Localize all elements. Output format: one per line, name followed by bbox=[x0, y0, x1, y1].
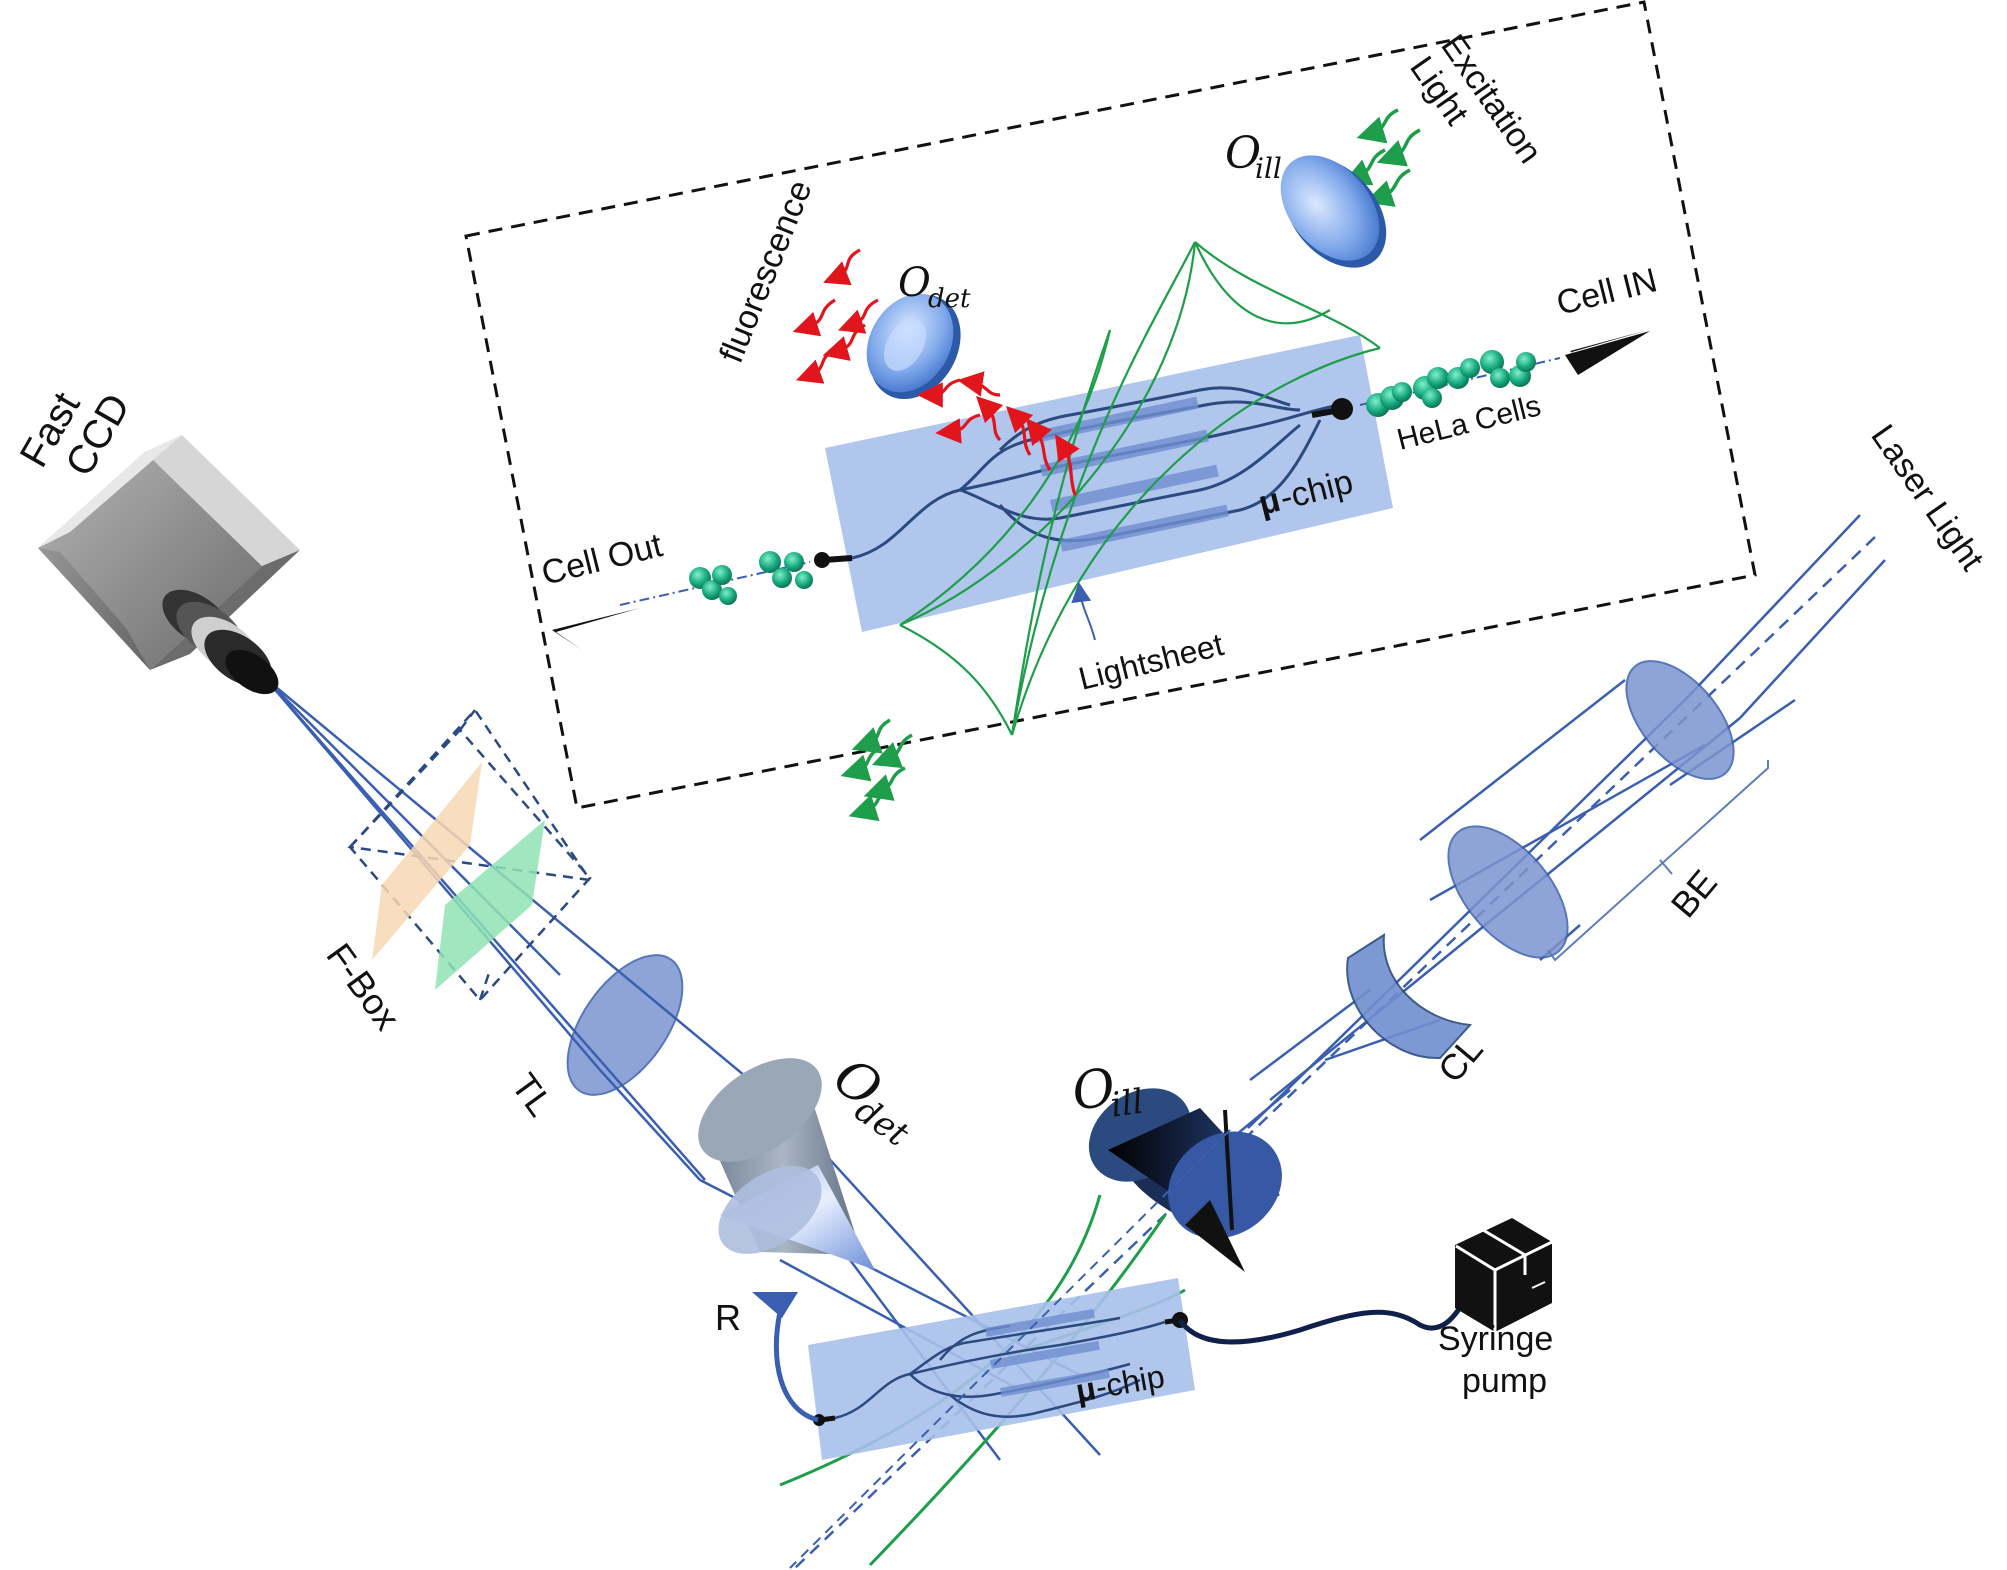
inset-chip-blocks bbox=[1030, 396, 1229, 552]
fast-ccd-label: Fast CCD bbox=[12, 364, 139, 496]
reservoir-r bbox=[752, 1292, 819, 1423]
svg-text:O: O bbox=[898, 260, 931, 306]
inset-o-ill-lens bbox=[1280, 155, 1387, 268]
inset-excitation-arrows bbox=[1342, 108, 1421, 207]
laser-light-label: Laser Light bbox=[1863, 418, 1991, 578]
be-lens-2 bbox=[1447, 825, 1569, 959]
svg-text:det: det bbox=[928, 284, 971, 314]
main-chip bbox=[808, 1278, 1195, 1460]
syringe-pump-label: Syringe pump bbox=[1438, 1320, 1563, 1400]
svg-text:O: O bbox=[1068, 1058, 1119, 1123]
o-det-objective bbox=[698, 1058, 875, 1270]
o-ill-objective bbox=[1088, 1088, 1282, 1272]
f-box-outline-back bbox=[347, 707, 593, 882]
o-det-label: O det bbox=[823, 1046, 917, 1154]
inset-chip-port-left bbox=[814, 552, 853, 568]
inset-cell-in-label: Cell IN bbox=[1553, 261, 1661, 323]
be-lens-1 bbox=[1625, 660, 1735, 780]
inset-excitation-light-label: Excitation Light bbox=[1402, 28, 1554, 200]
inset-o-ill-label: O ill bbox=[1225, 128, 1282, 185]
inset-o-det-label: O det bbox=[898, 260, 971, 314]
f-box bbox=[347, 707, 593, 1002]
be-label: BE bbox=[1663, 862, 1725, 925]
filter-green bbox=[435, 820, 545, 990]
svg-text:O: O bbox=[1225, 128, 1261, 179]
lightsheet-pointer bbox=[1071, 582, 1096, 641]
f-box-label: F-Box bbox=[319, 936, 409, 1038]
cell-in-arrow bbox=[1565, 331, 1650, 375]
inset-lightsheet bbox=[899, 241, 1381, 736]
filter-orange bbox=[372, 762, 482, 960]
inset-fluorescence-label: fluorescence bbox=[712, 175, 819, 368]
fast-ccd-camera bbox=[38, 435, 300, 695]
inset-cells-out bbox=[689, 551, 813, 605]
be-bracket bbox=[1547, 760, 1769, 962]
inset-panel: Excitation Light O ill fluorescence O de… bbox=[464, 0, 1757, 822]
inset-cell-out-label: Cell Out bbox=[538, 526, 667, 593]
inset-lightsheet-label: Lightsheet bbox=[1075, 626, 1227, 697]
f-box-outline-front bbox=[348, 728, 592, 1002]
inset-fluorescence-arrows bbox=[792, 248, 1080, 496]
inset-cells-in bbox=[1366, 350, 1536, 417]
inset-dashed-border bbox=[464, 0, 1757, 810]
syringe-pump-box-icon bbox=[1455, 1218, 1553, 1332]
o-ill-label: O ill bbox=[1068, 1058, 1146, 1126]
cl-lens bbox=[1346, 933, 1473, 1060]
inset-chip bbox=[825, 335, 1393, 632]
inset-o-det-lens bbox=[866, 293, 961, 400]
inset-chip-port-right bbox=[1311, 398, 1353, 420]
r-label: R bbox=[715, 1297, 741, 1338]
main-illumination-axis bbox=[789, 1129, 1231, 1569]
tl-lens bbox=[566, 954, 684, 1096]
be-bracket-tick bbox=[1659, 859, 1673, 875]
inset-hela-label: HeLa Cells bbox=[1394, 389, 1544, 457]
syringe-tubing bbox=[1177, 1288, 1473, 1345]
svg-text:ill: ill bbox=[1255, 152, 1282, 185]
svg-text:ill: ill bbox=[1108, 1082, 1146, 1126]
inset-exit-arrows bbox=[840, 718, 913, 822]
tl-label: TL bbox=[504, 1066, 562, 1124]
cell-out-arrow-shape bbox=[552, 608, 640, 650]
